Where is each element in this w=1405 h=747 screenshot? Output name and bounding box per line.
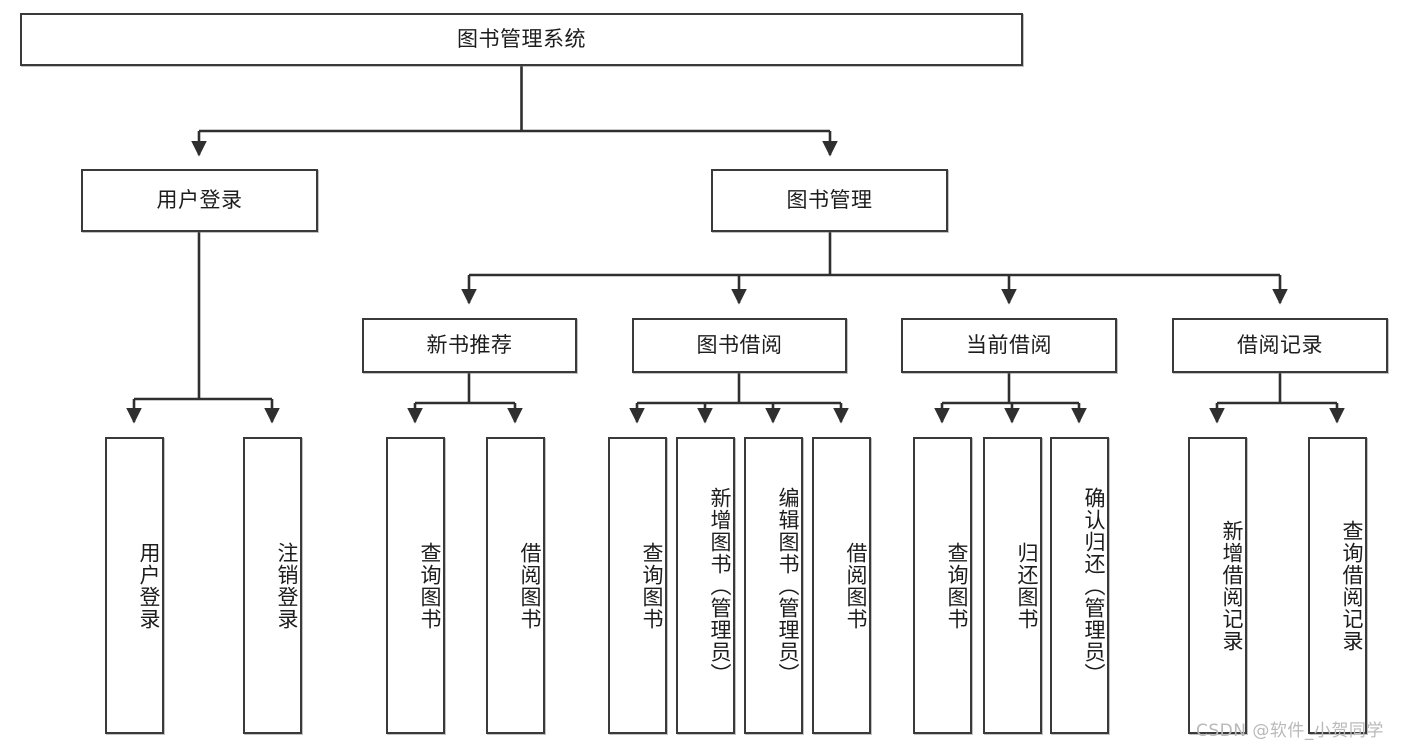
watermark: CSDN @软件_小贺同学 (1196, 721, 1384, 741)
node-book-management[interactable]: 图书管理 (711, 169, 948, 232)
leaf-label: 注销登录 (275, 541, 299, 630)
leaf-borrow-book-recommend[interactable]: 借阅图书 (486, 437, 545, 734)
leaf-query-book-recommend[interactable]: 查询图书 (386, 437, 445, 734)
node-new-book-recommend[interactable]: 新书推荐 (362, 318, 577, 373)
leaf-query-book-borrow[interactable]: 查询图书 (608, 437, 667, 734)
leaf-label: 查询图书 (945, 541, 969, 630)
leaf-return-book[interactable]: 归还图书 (983, 437, 1042, 734)
leaf-label: 查询图书 (640, 541, 664, 630)
leaf-user-login[interactable]: 用户登录 (105, 437, 164, 734)
leaf-label: 查询图书 (418, 541, 442, 630)
node-current-borrow[interactable]: 当前借阅 (901, 318, 1117, 373)
leaf-add-borrow-record[interactable]: 新增借阅记录 (1188, 437, 1247, 734)
leaf-label: 借阅图书 (844, 541, 868, 630)
node-user-login[interactable]: 用户登录 (81, 169, 318, 232)
leaf-edit-book-admin[interactable]: 编辑图书（管理员） (744, 437, 803, 734)
node-borrow-record[interactable]: 借阅记录 (1172, 318, 1388, 373)
node-book-borrow[interactable]: 图书借阅 (632, 318, 847, 373)
leaf-borrow-book[interactable]: 借阅图书 (812, 437, 871, 734)
leaf-add-book-admin[interactable]: 新增图书（管理员） (676, 437, 735, 734)
node-root[interactable]: 图书管理系统 (20, 13, 1023, 66)
leaf-label: 新增图书（管理员） (708, 486, 732, 685)
leaf-query-borrow-record[interactable]: 查询借阅记录 (1308, 437, 1367, 734)
leaf-label: 归还图书 (1015, 541, 1039, 630)
leaf-confirm-return-admin[interactable]: 确认归还（管理员） (1050, 437, 1109, 734)
leaf-logout[interactable]: 注销登录 (243, 437, 302, 734)
leaf-label: 借阅图书 (518, 541, 542, 630)
leaf-label: 编辑图书（管理员） (776, 486, 800, 685)
leaf-label: 用户登录 (137, 541, 161, 630)
leaf-query-book-current[interactable]: 查询图书 (913, 437, 972, 734)
leaf-label: 查询借阅记录 (1340, 519, 1364, 652)
leaf-label: 确认归还（管理员） (1082, 486, 1106, 685)
leaf-label: 新增借阅记录 (1220, 519, 1244, 652)
